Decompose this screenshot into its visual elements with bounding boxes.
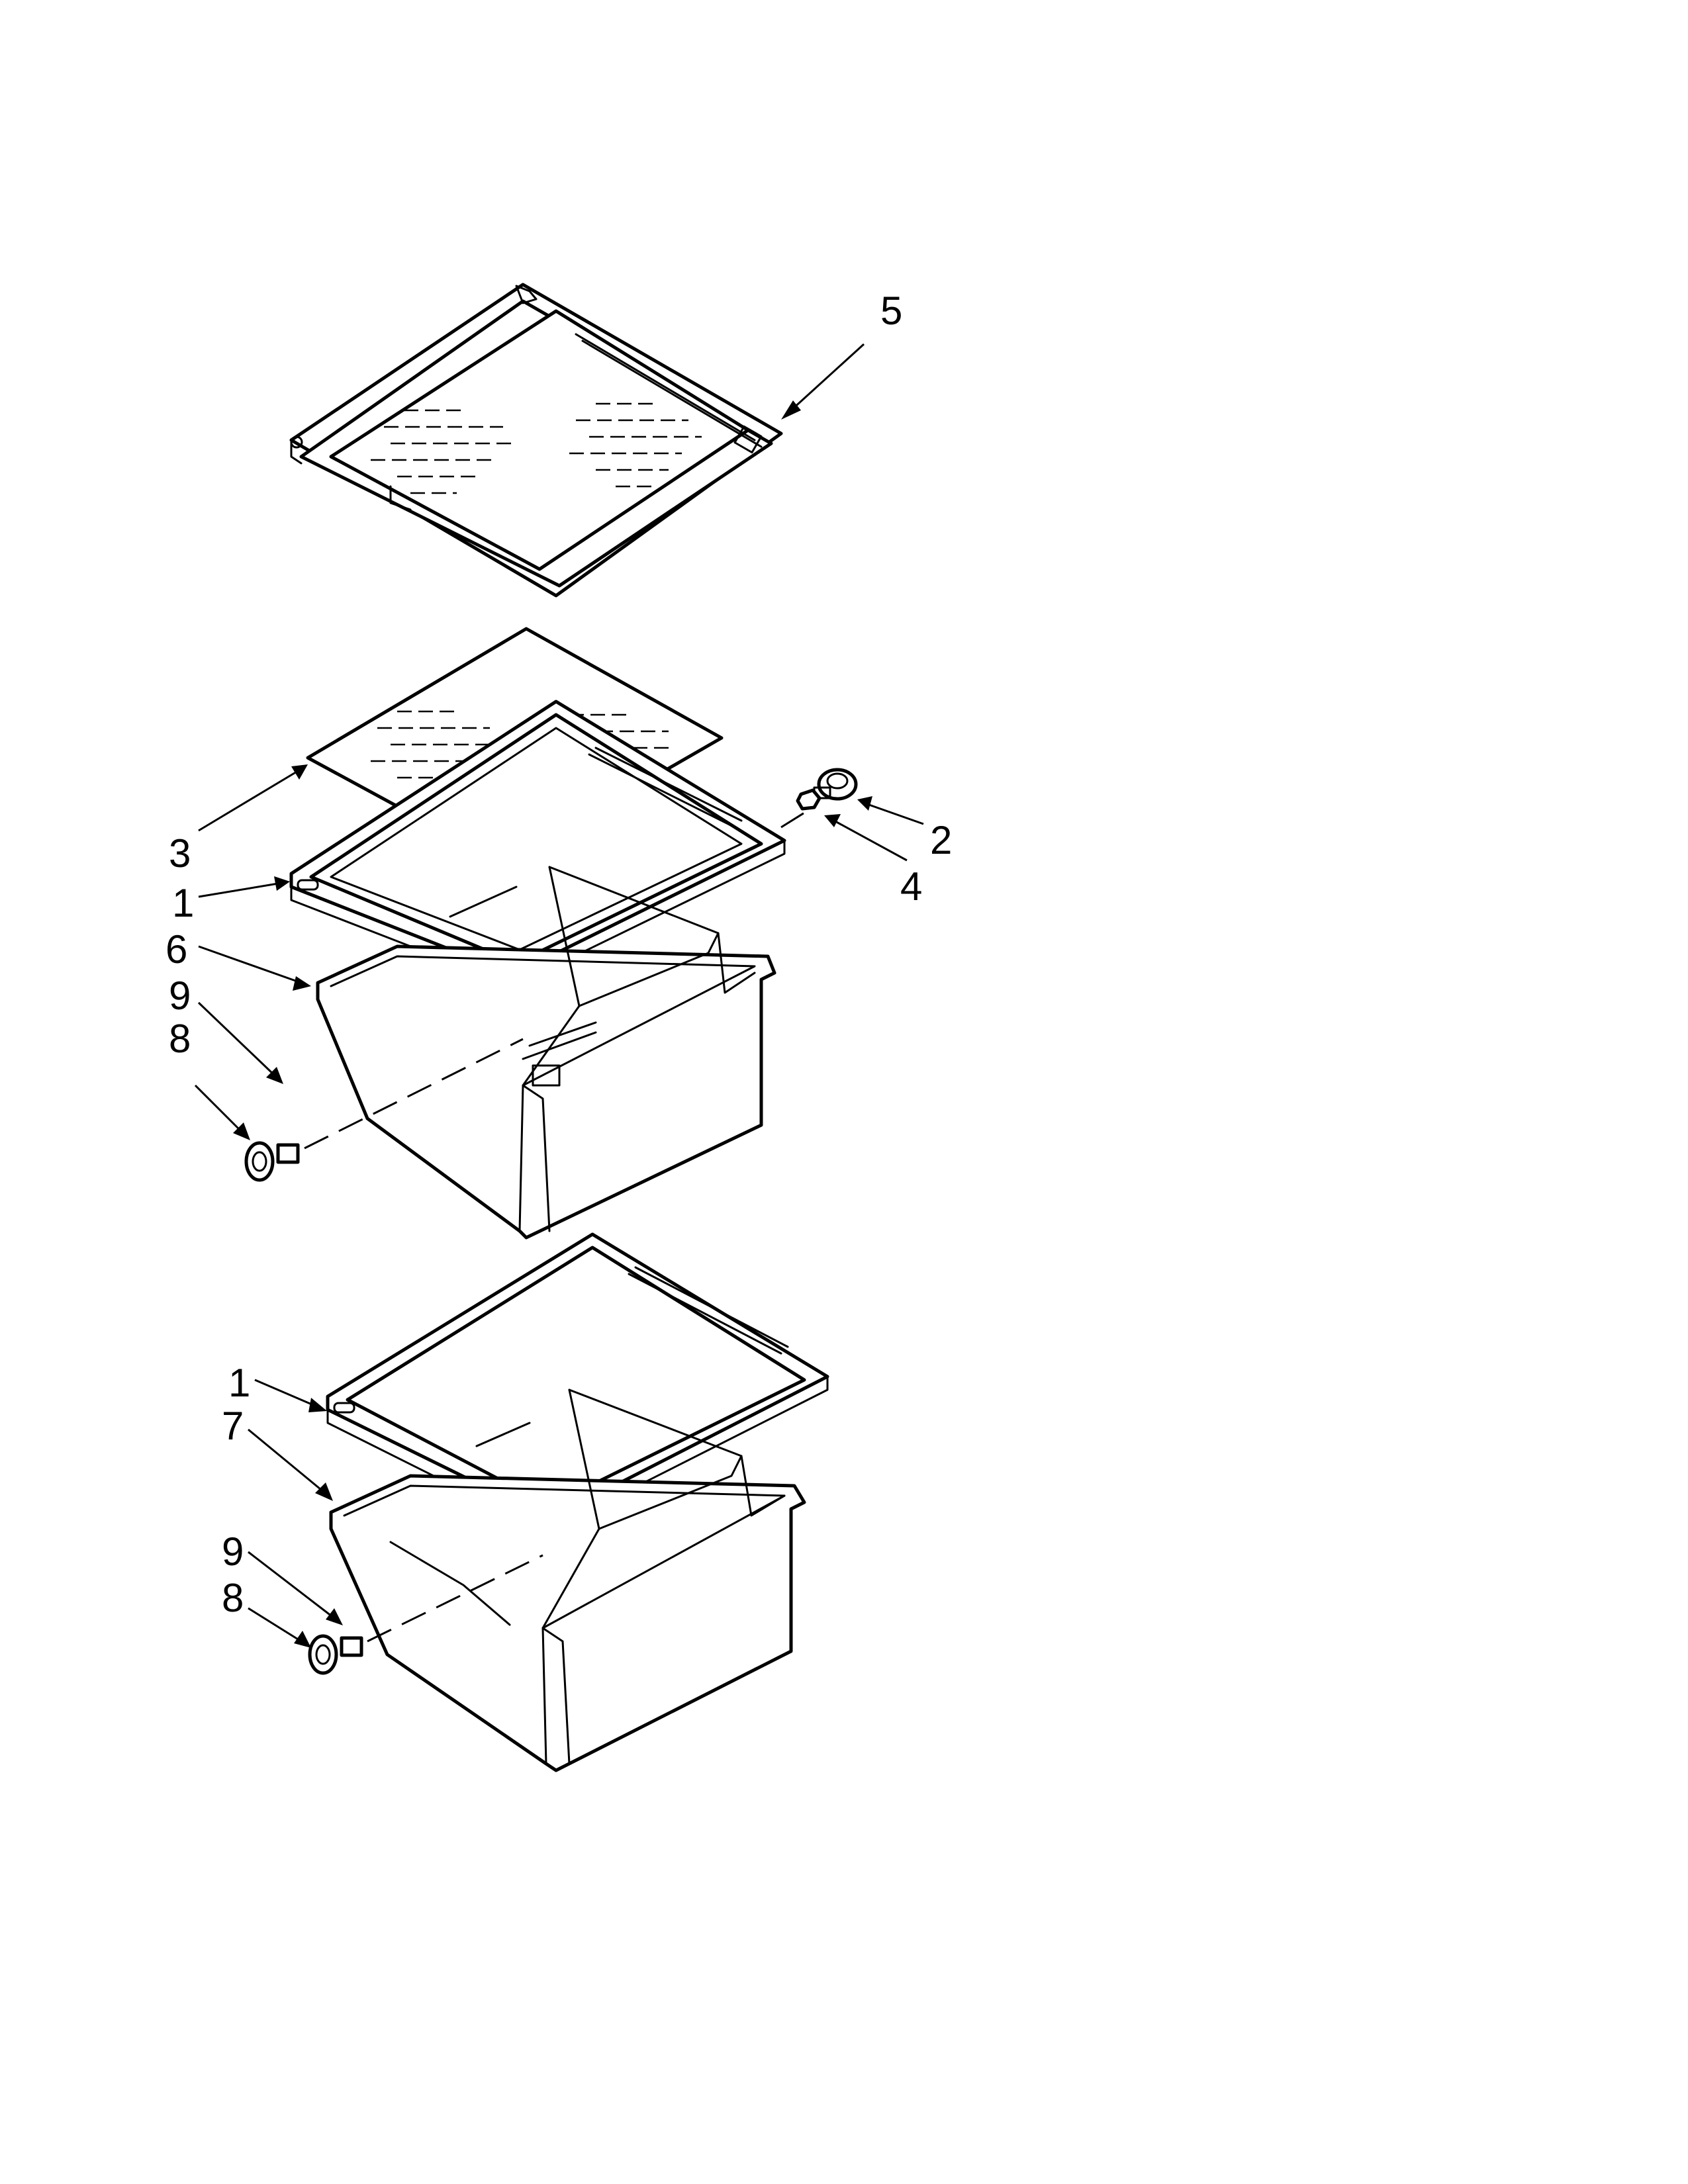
- lower-roller-mount-axis: [367, 1554, 543, 1643]
- crisper-pan-upper-rib: [522, 1021, 597, 1060]
- crisper-pan-upper-interior: [548, 866, 756, 1007]
- cover-frame-lower-handle: [333, 1402, 355, 1414]
- callout-3: 3: [169, 831, 191, 876]
- leader-lines: [194, 343, 924, 1648]
- part-6-crisper-pan-upper: [316, 866, 776, 1240]
- part-5-shelf: [289, 283, 783, 598]
- callout-8-upper: 8: [169, 1017, 191, 1061]
- crisper-pan-lower-front-edge: [541, 1627, 571, 1765]
- roller-upper-hub: [252, 1151, 267, 1172]
- part-7-crisper-pan-lower: [329, 1388, 806, 1772]
- crisper-pan-upper-body: [316, 944, 776, 1240]
- crisper-pan-lower-interior: [568, 1388, 786, 1530]
- callout-5: 5: [880, 289, 902, 333]
- cover-frame-lower-vent: [475, 1422, 531, 1447]
- part-8-roller-lower: [308, 1634, 338, 1675]
- crisper-pan-upper-rim: [330, 955, 756, 1087]
- callout-6: 6: [165, 927, 187, 972]
- callout-1-lower: 1: [228, 1361, 250, 1405]
- screw-head: [796, 788, 821, 811]
- shelf-glass-markings: [371, 402, 702, 494]
- callout-2: 2: [930, 818, 952, 862]
- crisper-pan-lower-rim: [343, 1484, 786, 1629]
- part-9-screw-upper: [276, 1143, 300, 1164]
- shelf-left-pin: [290, 435, 303, 449]
- part-4-screw: [796, 788, 821, 811]
- shelf-bracket: [389, 485, 412, 511]
- cover-frame-lower-opening: [346, 1246, 806, 1508]
- part-1-cover-frame-upper: [289, 700, 786, 987]
- crisper-pan-lower-walls: [541, 1388, 743, 1629]
- upper-roller-mount-axis: [304, 1038, 524, 1150]
- callout-9-upper: 9: [169, 974, 191, 1018]
- crisper-pan-lower-side-rib: [389, 1541, 511, 1626]
- part-2-roller: [813, 768, 858, 801]
- shelf-clip: [733, 425, 763, 454]
- callout-8-lower: 8: [222, 1576, 244, 1620]
- screw-upper-head: [276, 1143, 300, 1164]
- screw-lower-head: [340, 1636, 363, 1657]
- shelf-side-rail: [575, 333, 763, 448]
- cover-frame-upper-rail: [588, 747, 743, 829]
- callout-9-lower: 9: [222, 1529, 244, 1574]
- cover-frame-lower-rail: [628, 1266, 789, 1355]
- cover-frame-upper-handle: [297, 879, 319, 891]
- shelf-left-edge: [290, 439, 303, 465]
- roller-lower-wheel: [308, 1634, 338, 1675]
- upper-right-roller-axis: [780, 809, 808, 829]
- crisper-pan-upper-front-edge: [518, 1084, 551, 1232]
- part-9-screw-lower: [340, 1636, 363, 1657]
- roller-lower-hub: [315, 1644, 331, 1665]
- cover-frame-upper-inner-lip: [330, 727, 743, 951]
- part-8-roller-upper: [244, 1141, 275, 1182]
- cover-frame-upper-opening: [309, 713, 763, 965]
- callout-1-upper: 1: [172, 881, 194, 925]
- crisper-pan-upper-label: [532, 1064, 561, 1087]
- callout-4: 4: [900, 864, 922, 909]
- callout-7: 7: [222, 1404, 244, 1448]
- cover-frame-upper-vent: [449, 886, 518, 918]
- callout-labels: 5 3 2 4 1 6 9 8 1 7 9 8: [165, 289, 952, 1620]
- shelf-rear-tab: [515, 285, 538, 304]
- shelf-glass: [329, 309, 750, 571]
- roller-upper-wheel: [244, 1141, 275, 1182]
- roller-hub: [826, 772, 849, 790]
